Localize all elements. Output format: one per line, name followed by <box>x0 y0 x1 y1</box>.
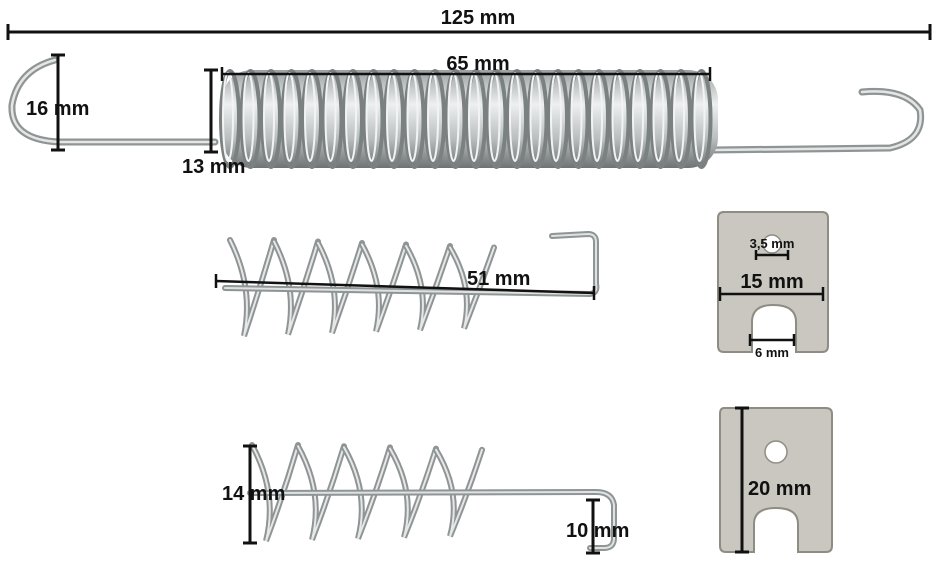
coil-turn <box>465 69 487 169</box>
bottom-spring-hook <box>247 488 617 551</box>
bottom-coil-highlight <box>297 445 345 541</box>
coil-turn <box>608 69 631 169</box>
long-extension-spring <box>8 56 925 169</box>
coil-turn <box>526 69 549 169</box>
coil-turn <box>485 69 508 169</box>
plate-2-body <box>719 407 833 553</box>
coil-turns <box>219 69 713 169</box>
coil-turn <box>301 69 323 169</box>
bottom-coil-highlight <box>389 447 437 538</box>
conical-coil-highlight <box>229 239 275 337</box>
bottom-coil-highlight <box>251 444 299 542</box>
plate-1-hole-label: 3,5 mm <box>750 236 795 251</box>
coil-length-label: 65 mm <box>446 53 509 75</box>
coil-turn <box>342 69 364 169</box>
plate-1-body <box>717 211 829 353</box>
dimension-coil-diameter: 13 mm <box>182 68 245 178</box>
right-hook <box>708 87 925 154</box>
coil-turn <box>649 69 672 169</box>
plate-1-hole <box>762 234 782 254</box>
conical-coil-highlight <box>317 242 363 334</box>
dimension-hook-height: 16 mm <box>26 53 89 152</box>
bottom-coil-turns <box>249 442 485 543</box>
coil-turn <box>547 69 569 169</box>
coil-turn <box>506 69 528 169</box>
conical-coil-highlight <box>449 246 495 329</box>
middle-conical-spring <box>222 230 600 337</box>
bottom-coil-highlight <box>435 448 483 537</box>
coil-diameter-label: 13 mm <box>182 156 245 178</box>
coil-turn <box>444 69 467 169</box>
coil-turn <box>588 69 610 169</box>
bottom-coil-highlight <box>343 446 391 539</box>
coil-turn <box>219 69 241 169</box>
dimension-middle-length: 51 mm <box>214 268 596 300</box>
coil-turn <box>629 69 651 169</box>
coil-turn <box>362 69 385 169</box>
conical-coil-highlight <box>273 240 319 335</box>
mounting-plate-1: 3,5 mm 15 mm 6 mm <box>717 211 829 360</box>
plate-2-hole <box>764 440 788 464</box>
coil-turn <box>424 69 446 169</box>
hook-height-label: 16 mm <box>26 98 89 120</box>
conical-coil-turns <box>227 237 497 337</box>
coil-turn <box>260 69 282 169</box>
middle-length-label: 51 mm <box>467 268 530 290</box>
coil-turn <box>239 69 262 169</box>
total-length-label: 125 mm <box>441 7 516 29</box>
coil-turn <box>567 69 590 169</box>
coil-turn <box>383 69 405 169</box>
conical-coil-highlight <box>405 245 451 331</box>
plate-1-width-label: 15 mm <box>740 271 803 293</box>
coil-turn <box>690 69 713 169</box>
coil-turn <box>403 69 426 169</box>
dimension-bottom-hook: 10 mm <box>566 498 629 555</box>
mounting-plate-2: 20 mm <box>719 406 833 554</box>
dimension-bottom-diameter: 14 mm <box>222 444 285 545</box>
bottom-hook-label: 10 mm <box>566 520 629 542</box>
plate-2-height-label: 20 mm <box>748 478 811 500</box>
bottom-conical-spring <box>247 442 617 551</box>
dimension-total-length: 125 mm <box>6 7 932 40</box>
coil-turn <box>280 69 303 169</box>
coil-turn <box>321 69 344 169</box>
dimension-coil-length: 65 mm <box>220 53 712 81</box>
plate-1-slot-label: 6 mm <box>755 345 789 360</box>
bottom-diameter-label: 14 mm <box>222 483 285 505</box>
conical-coil-highlight <box>361 243 407 332</box>
coil-turn <box>670 69 692 169</box>
